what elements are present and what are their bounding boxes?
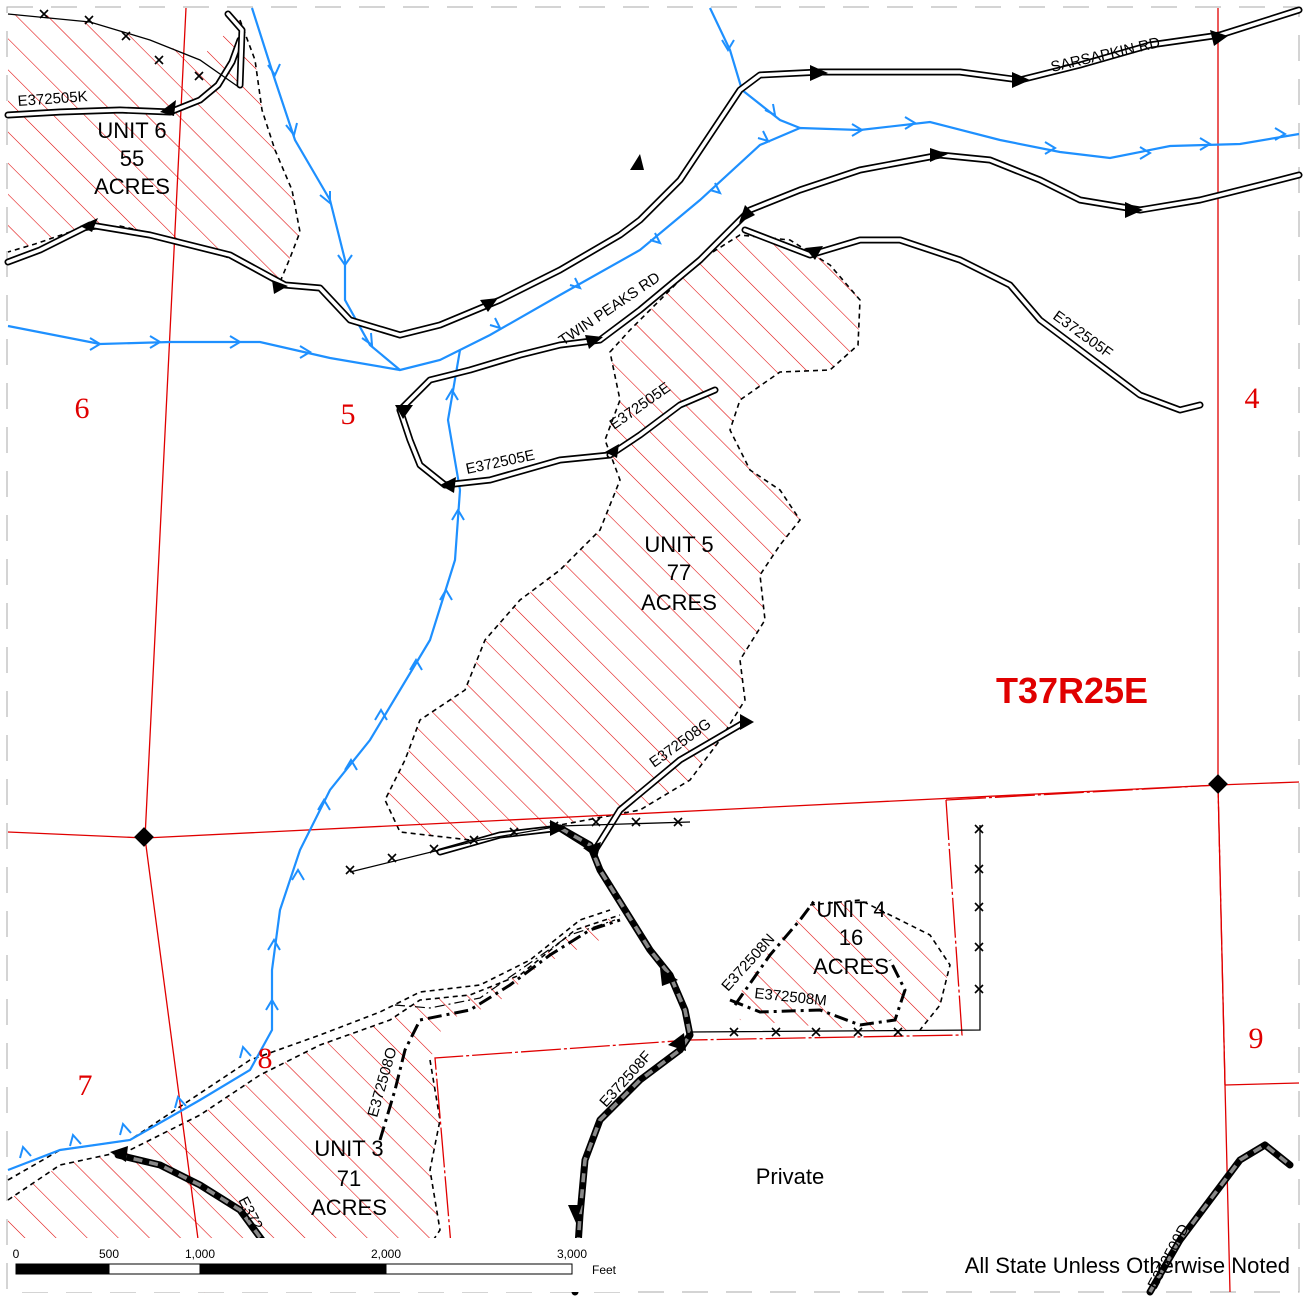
section-line-middle <box>7 781 1300 839</box>
trail-e372508o <box>378 918 621 1141</box>
scale-tick: 0 <box>13 1247 20 1261</box>
map-frame <box>6 6 1300 1293</box>
scale-tick: 1,000 <box>185 1247 215 1261</box>
ownership-note: All State Unless Otherwise Noted <box>965 1253 1290 1278</box>
svg-text:UNIT 3: UNIT 3 <box>314 1136 383 1161</box>
svg-text:ACRES: ACRES <box>813 954 889 979</box>
unit-6-area <box>8 14 300 282</box>
chevron-icon <box>19 39 1287 1159</box>
unit-5-area <box>385 235 860 840</box>
scale-tick: 500 <box>99 1247 119 1261</box>
fence <box>7 13 981 1033</box>
svg-text:UNIT 5: UNIT 5 <box>644 532 713 557</box>
section-number: 6 <box>75 392 90 425</box>
svg-text:UNIT 4: UNIT 4 <box>816 897 885 922</box>
diamond-icon <box>134 827 154 847</box>
scale-unit: Feet <box>592 1263 617 1277</box>
scale-bar: 0 500 1,000 2,000 3,000 Feet <box>8 1238 628 1292</box>
section-line-east <box>1217 8 1231 1293</box>
svg-text:ACRES: ACRES <box>641 590 717 615</box>
svg-text:UNIT 6: UNIT 6 <box>97 118 166 143</box>
unit-5-boundary <box>384 234 861 841</box>
private-boundary-east <box>945 784 1226 1086</box>
unit-3-label: UNIT 3 71 ACRES <box>311 1136 387 1220</box>
private-label: Private <box>756 1164 824 1189</box>
scale-tick: 3,000 <box>557 1247 587 1261</box>
diamond-icon <box>1208 774 1228 794</box>
section-line-9 <box>1224 1082 1300 1086</box>
x-mark-icon <box>39 9 984 1037</box>
arrowhead-icon <box>80 30 1228 1223</box>
private-boundary <box>434 799 963 1293</box>
trail-e372508m <box>729 959 907 1027</box>
township-label: T37R25E <box>996 670 1148 711</box>
trail-e372508n <box>733 899 817 1006</box>
stream-south <box>7 349 462 1172</box>
road-label-e372505k: E372505K <box>17 88 88 110</box>
svg-text:77: 77 <box>667 560 691 585</box>
stream-west <box>7 324 401 372</box>
section-numbers: 6 5 4 7 8 9 <box>75 382 1264 1102</box>
section-number: 8 <box>258 1042 273 1075</box>
unit-3-boundary <box>7 914 621 1201</box>
svg-text:71: 71 <box>337 1166 361 1191</box>
section-number: 9 <box>1249 1022 1264 1055</box>
unit-4-boundary <box>809 899 951 1031</box>
road-label-sarsapkin: SARSAPKIN RD <box>1049 34 1162 76</box>
unit-5-label: UNIT 5 77 ACRES <box>641 532 717 615</box>
stream-main <box>250 7 1300 372</box>
unit-4-label: UNIT 4 16 ACRES <box>813 897 889 979</box>
svg-text:ACRES: ACRES <box>311 1195 387 1220</box>
unit-6-label: UNIT 6 55 ACRES <box>94 118 170 199</box>
section-number: 7 <box>78 1069 93 1102</box>
svg-text:16: 16 <box>839 925 863 950</box>
scale-tick: 2,000 <box>371 1247 401 1261</box>
svg-text:55: 55 <box>120 146 144 171</box>
section-number: 4 <box>1245 382 1260 415</box>
trail-e372508o-edge <box>394 919 616 1009</box>
svg-text:ACRES: ACRES <box>94 174 170 199</box>
section-number: 5 <box>341 398 356 431</box>
